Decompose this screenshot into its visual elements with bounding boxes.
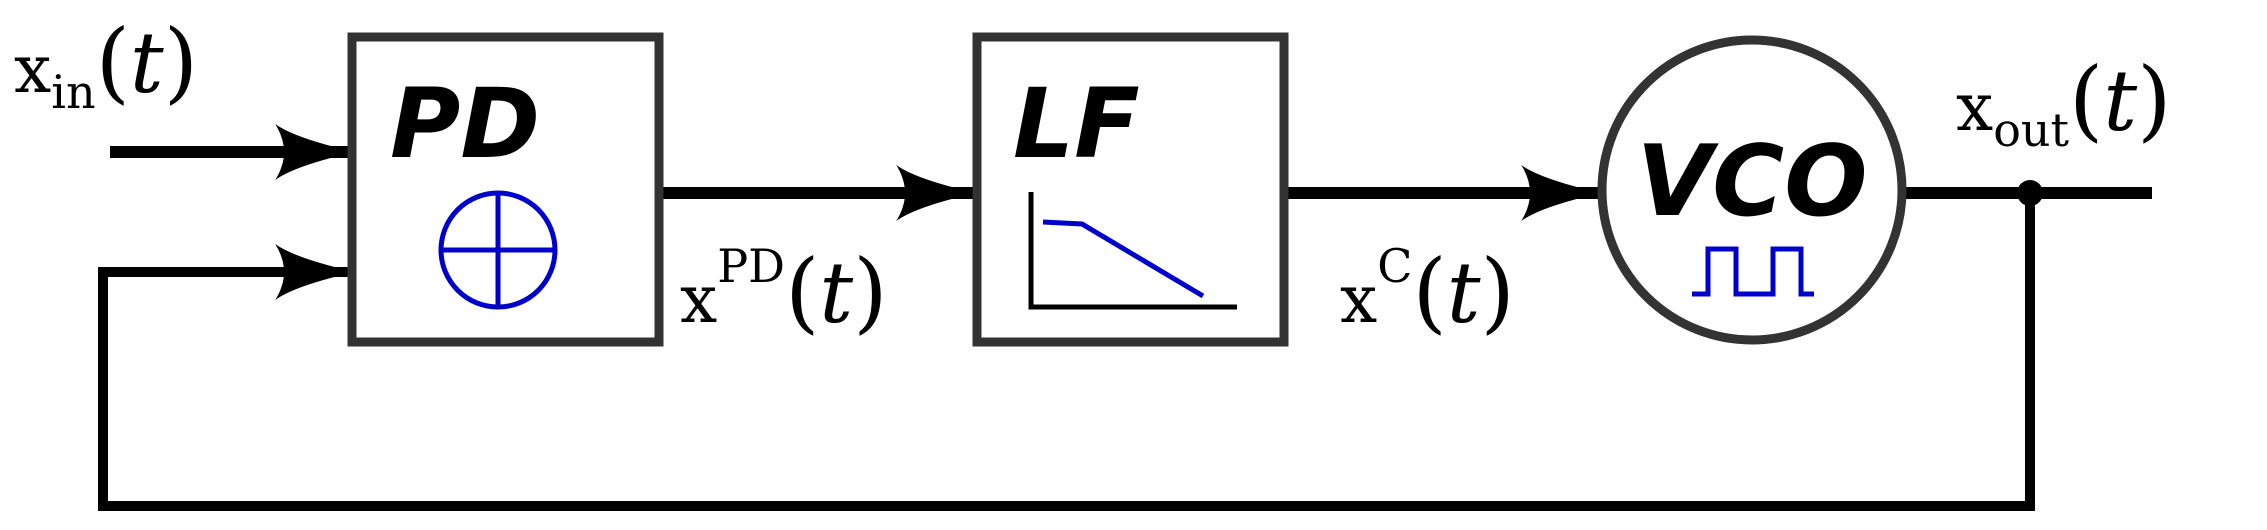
lowpass-response-icon xyxy=(1028,192,1237,310)
lf-output-signal-label: xC(t) xyxy=(1340,239,1515,343)
lf-block: LF xyxy=(972,32,1289,347)
square-wave-icon xyxy=(1692,246,1814,297)
lf-label: LF xyxy=(1013,68,1140,180)
feedback-line xyxy=(98,193,2035,511)
pd-output-signal-label: xPD(t) xyxy=(680,239,888,343)
pd-block: PD xyxy=(347,32,664,347)
vco-block: VCO xyxy=(1597,35,1907,345)
input-signal-label: xin(t) xyxy=(14,10,198,119)
circle-cross-icon xyxy=(438,190,558,310)
output-signal-label: xout(t) xyxy=(1956,48,2172,157)
junction-dot xyxy=(2017,180,2043,206)
vco-label: VCO xyxy=(1636,125,1867,239)
pd-label: PD xyxy=(390,68,540,180)
